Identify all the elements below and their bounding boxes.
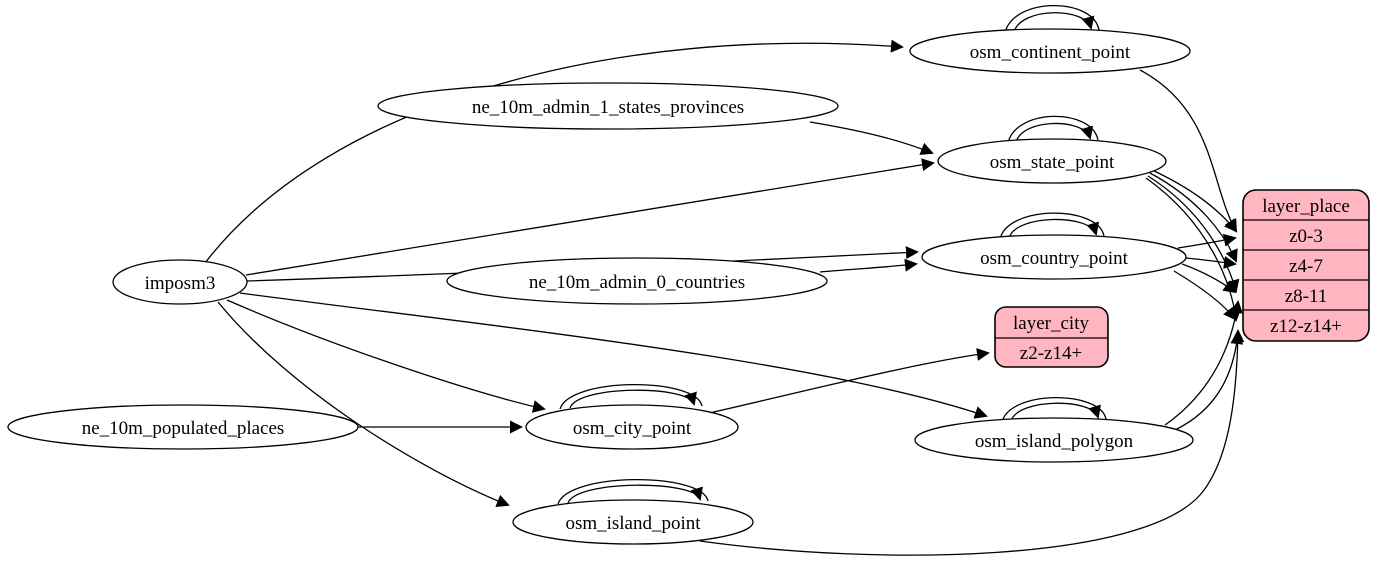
- layer-city-title: layer_city: [1013, 313, 1089, 334]
- edge-osm_island_polygon-layer_place-z12-z14: [1174, 331, 1244, 431]
- node-ne_10m_admin_0_countries: ne_10m_admin_0_countries: [446, 257, 828, 305]
- edge-osm_country_point-layer_place-z0-3: [1177, 233, 1237, 249]
- edges: [204, 5, 1245, 556]
- layer-place-title: layer_place: [1262, 196, 1350, 217]
- selfloop-osm_island_polygon: [1001, 397, 1107, 423]
- node-ne_10m_populated_places: ne_10m_populated_places: [7, 404, 359, 450]
- edge-osm_island_polygon-layer_place-z8-11: [1164, 300, 1243, 426]
- edge-osm_country_point-layer_place-z8-11: [1181, 263, 1237, 294]
- node-osm_island_polygon-label: osm_island_polygon: [975, 431, 1134, 452]
- edge-osm_state_point-layer_place-z4-7: [1149, 172, 1238, 263]
- layer-city-row-z2-z14: z2-z14+: [1020, 343, 1082, 364]
- node-imposm3: imposm3: [112, 259, 248, 305]
- node-osm_island_point: osm_island_point: [512, 499, 754, 545]
- edge-osm_state_point-layer_place-z0-3: [1151, 169, 1238, 233]
- layer-place-row-z8-11: z8-11: [1285, 286, 1328, 307]
- selfloop-osm_island_point: [557, 479, 709, 505]
- node-osm_island_point-label: osm_island_point: [565, 513, 701, 534]
- node-osm_continent_point: osm_continent_point: [909, 28, 1191, 74]
- edge-osm_island_point-layer_place-z12-z14: [699, 329, 1245, 556]
- node-ne_10m_admin_1_states_provinces: ne_10m_admin_1_states_provinces: [377, 82, 839, 130]
- edge-osm_city_point-layer_city-z2-z14: [704, 348, 990, 415]
- edge-imposm3-osm_island_polygon: [239, 292, 988, 419]
- layer-place-record: layer_place z0-3 z4-7 z8-11 z12-z14+: [1242, 189, 1370, 342]
- node-imposm3-label: imposm3: [145, 273, 216, 294]
- edge-osm_state_point-layer_place-z8-11: [1147, 175, 1240, 293]
- selfloop-osm_country_point: [999, 212, 1105, 240]
- node-ne_10m_admin_0_countries-label: ne_10m_admin_0_countries: [529, 272, 745, 293]
- layer-city-record: layer_city z2-z14+: [994, 306, 1109, 368]
- edge-imposm3-osm_island_point: [217, 301, 510, 507]
- edge-imposm3-osm_city_point: [226, 299, 546, 413]
- layer-place-row-z0-3: z0-3: [1289, 226, 1323, 247]
- node-ne_10m_admin_1_states_provinces-label: ne_10m_admin_1_states_provinces: [472, 97, 744, 118]
- selfloop-osm_state_point: [1007, 115, 1099, 144]
- node-osm_country_point: osm_country_point: [921, 234, 1187, 280]
- node-osm_city_point-label: osm_city_point: [573, 418, 692, 439]
- edge-ne_10m_admin_0_countries-osm_country_point: [819, 258, 918, 273]
- edge-osm_country_point-layer_place-z12-z14: [1173, 270, 1237, 321]
- edge-imposm3-osm_state_point: [245, 158, 935, 276]
- node-osm_country_point-label: osm_country_point: [980, 248, 1128, 269]
- node-osm_state_point-label: osm_state_point: [990, 152, 1115, 173]
- layer-place-row-z12-z14: z12-z14+: [1270, 316, 1342, 337]
- layer-place-row-z4-7: z4-7: [1289, 256, 1323, 277]
- node-osm_city_point: osm_city_point: [525, 404, 739, 450]
- selfloop-osm_continent_point: [1004, 5, 1100, 34]
- edge-ne_10m_admin_1_states_provinces-osm_state_point: [809, 121, 934, 155]
- node-osm_state_point: osm_state_point: [937, 138, 1167, 184]
- selfloop-osm_city_point: [559, 383, 703, 410]
- node-osm_island_polygon: osm_island_polygon: [914, 417, 1194, 463]
- edge-osm_country_point-layer_place-z4-7: [1185, 256, 1237, 269]
- node-ne_10m_populated_places-label: ne_10m_populated_places: [82, 418, 285, 439]
- edge-osm_continent_point-layer_place-z0-3: [1139, 69, 1237, 233]
- node-osm_continent_point-label: osm_continent_point: [970, 42, 1131, 63]
- edge-imposm3-osm_continent_point: [204, 39, 904, 264]
